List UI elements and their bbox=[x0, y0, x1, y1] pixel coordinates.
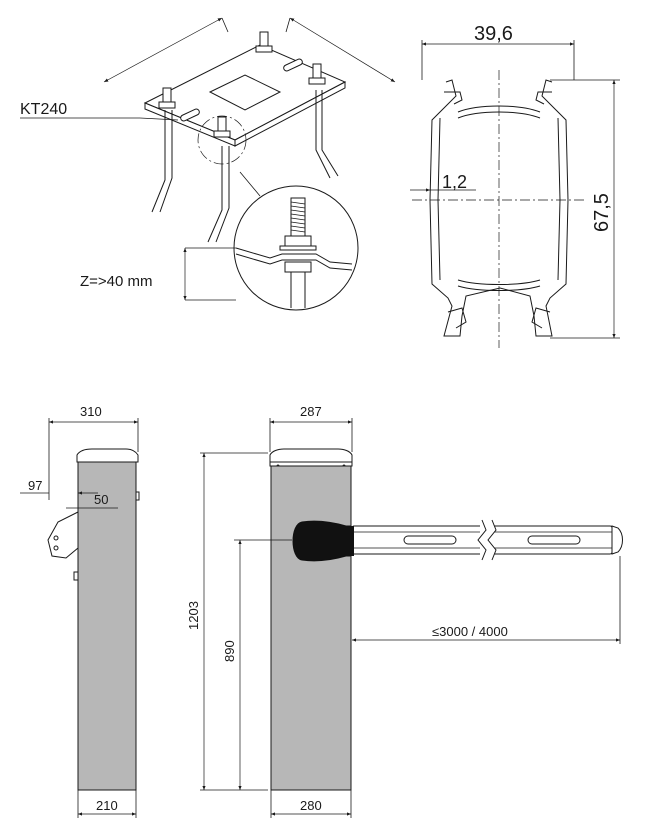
kit-label: KT240 bbox=[20, 101, 67, 118]
arm-height-label: 890 bbox=[222, 640, 237, 662]
front-base-width-label: 280 bbox=[300, 798, 322, 813]
z-depth-label: Z=>40 mm bbox=[80, 273, 153, 290]
front-cabinet[interactable] bbox=[270, 465, 352, 791]
total-height-label: 1203 bbox=[186, 601, 201, 630]
front-view: 287 1203 890 bbox=[186, 404, 623, 818]
arm-length-label: ≤3000 / 4000 bbox=[432, 624, 508, 639]
side-base-width-label: 210 bbox=[96, 798, 118, 813]
anchor-bolt bbox=[213, 116, 231, 138]
side-cap bbox=[76, 448, 139, 463]
profile-wall-label: 1,2 bbox=[442, 172, 467, 192]
side-cabinet[interactable] bbox=[77, 461, 137, 791]
side-view: 310 97 50 210 bbox=[20, 404, 140, 818]
front-cap bbox=[269, 448, 353, 463]
profile-outline bbox=[429, 79, 569, 337]
front-top-width-label: 287 bbox=[300, 404, 322, 419]
anchor-bolt bbox=[255, 31, 273, 53]
profile-width-label: 39,6 bbox=[474, 23, 513, 45]
detail-magnifier bbox=[233, 185, 359, 311]
barrier-arm[interactable] bbox=[351, 519, 623, 561]
profile-height-label: 67,5 bbox=[591, 193, 613, 232]
side-offset-97-label: 97 bbox=[28, 478, 42, 493]
arm-profile-section: 39,6 67,5 1,2 bbox=[410, 23, 620, 348]
mounting-plate-drawing: KT240 Z=>40 mm bbox=[20, 17, 396, 311]
anchor-bolt bbox=[308, 63, 326, 85]
arm-head bbox=[292, 520, 351, 562]
side-top-width-label: 310 bbox=[80, 404, 102, 419]
side-offset-50-label: 50 bbox=[94, 492, 108, 507]
anchor-bolt bbox=[158, 87, 176, 109]
